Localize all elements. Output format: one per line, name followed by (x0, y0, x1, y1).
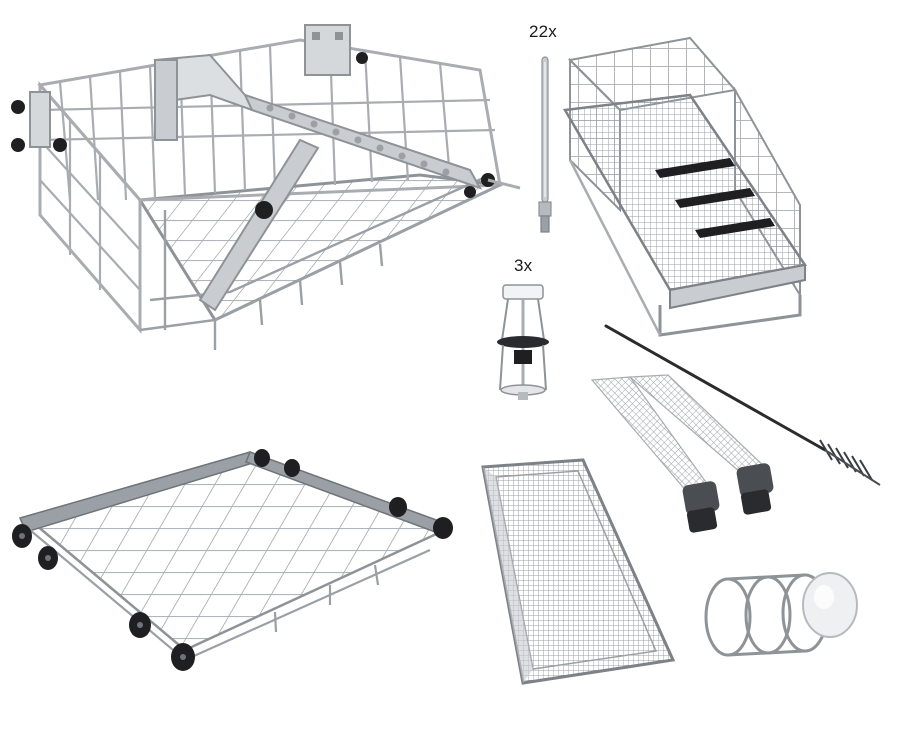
injector-quantity-label: 22x (529, 22, 558, 41)
upper-basket-with-injector-rail (0, 0, 521, 360)
wire-basket-icon (11, 24, 521, 350)
hose-icon (590, 374, 774, 533)
cleaning-brush (600, 320, 885, 495)
flexible-hoses (590, 374, 800, 540)
rolling-frame-icon (12, 449, 453, 671)
nozzle-icon (538, 56, 552, 233)
injector-nozzle (530, 52, 560, 237)
mesh-tray-icon (481, 458, 676, 685)
brush-icon (604, 324, 881, 486)
lower-rolling-basket (0, 440, 470, 685)
holder-quantity-label: 3x (514, 256, 533, 275)
mesh-tray-rack (560, 30, 815, 345)
mesh-tray (478, 455, 678, 685)
mesh-rack-icon (562, 36, 808, 337)
instrument-holder-insert (488, 280, 558, 405)
clamp-holder-icon (497, 284, 549, 400)
lid-insert-icon (704, 572, 858, 657)
glass-lid-insert (700, 565, 862, 665)
